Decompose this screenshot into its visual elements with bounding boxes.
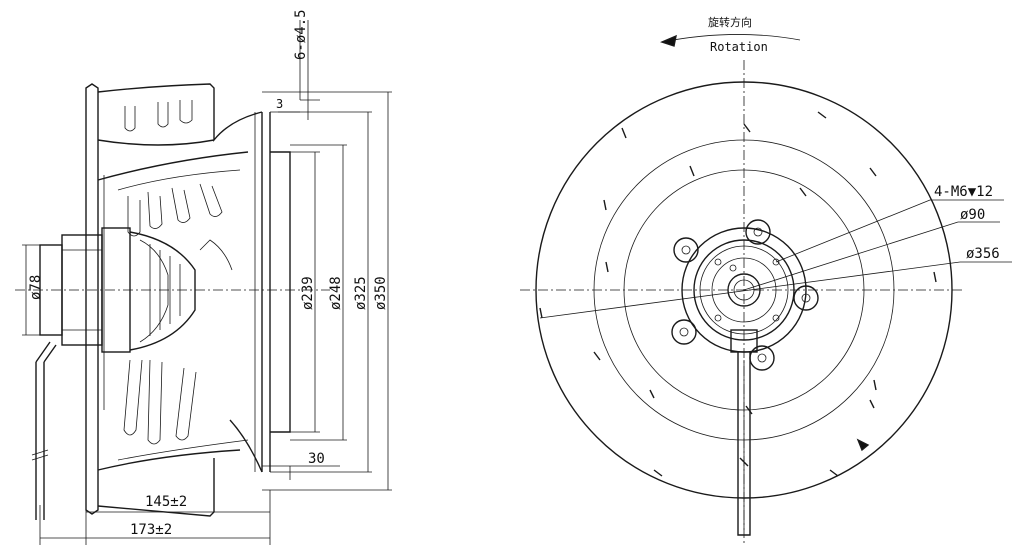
inlet-throat bbox=[270, 151, 291, 433]
top-blade-lower bbox=[97, 139, 215, 146]
shaft-inner bbox=[733, 279, 755, 301]
cable-gland bbox=[730, 329, 758, 353]
dim-d239-label: ø239 bbox=[300, 276, 316, 310]
leader-d356 bbox=[539, 261, 961, 319]
dim-173-label: 173±2 bbox=[130, 522, 172, 538]
back-plate bbox=[85, 83, 99, 515]
dim-d90-label: ø90 bbox=[960, 207, 985, 223]
rotation-en-label: Rotation bbox=[710, 40, 768, 54]
dim-d78-label: ø78 bbox=[28, 275, 44, 300]
dim-d350-label: ø350 bbox=[373, 276, 389, 310]
dim-30-label: 30 bbox=[308, 451, 325, 467]
dim-3-label: 3 bbox=[276, 97, 283, 111]
dim-hole-label: 6-ø4.5 bbox=[293, 9, 309, 60]
hub-ring-outer bbox=[693, 239, 795, 341]
dim-d356-label: ø356 bbox=[966, 246, 1000, 262]
blade-marks bbox=[539, 111, 937, 477]
cable bbox=[35, 362, 45, 520]
shaft-outer bbox=[727, 273, 761, 307]
rotation-cn-label: 旋转方向 bbox=[708, 15, 752, 29]
mounting-ears bbox=[671, 219, 819, 371]
leader-d90 bbox=[743, 221, 959, 291]
bottom-blade-edge bbox=[97, 458, 215, 517]
dim-145-label: 145±2 bbox=[145, 494, 187, 510]
top-blade-edge bbox=[97, 83, 263, 142]
rotor-fins bbox=[129, 231, 196, 351]
dim-d248-label: ø248 bbox=[328, 276, 344, 310]
motor-housing bbox=[101, 227, 131, 353]
front-cable bbox=[737, 352, 751, 536]
dim-d325-label: ø325 bbox=[353, 276, 369, 310]
hub-ring-inner bbox=[699, 245, 789, 335]
leader-m6 bbox=[775, 199, 931, 263]
rotation-arrow bbox=[661, 34, 801, 43]
side-view: 6-ø4.5 3 ø78 ø239 ø248 ø325 ø350 30 145±… bbox=[15, 9, 392, 545]
front-view: 旋转方向 Rotation 4-M6▼12 ø90 ø356 bbox=[520, 15, 1012, 545]
balance-mark bbox=[856, 438, 870, 452]
dim-m6-label: 4-M6▼12 bbox=[934, 184, 993, 200]
blade-lower-1 bbox=[97, 449, 241, 471]
blade-upper-1 bbox=[97, 151, 249, 181]
